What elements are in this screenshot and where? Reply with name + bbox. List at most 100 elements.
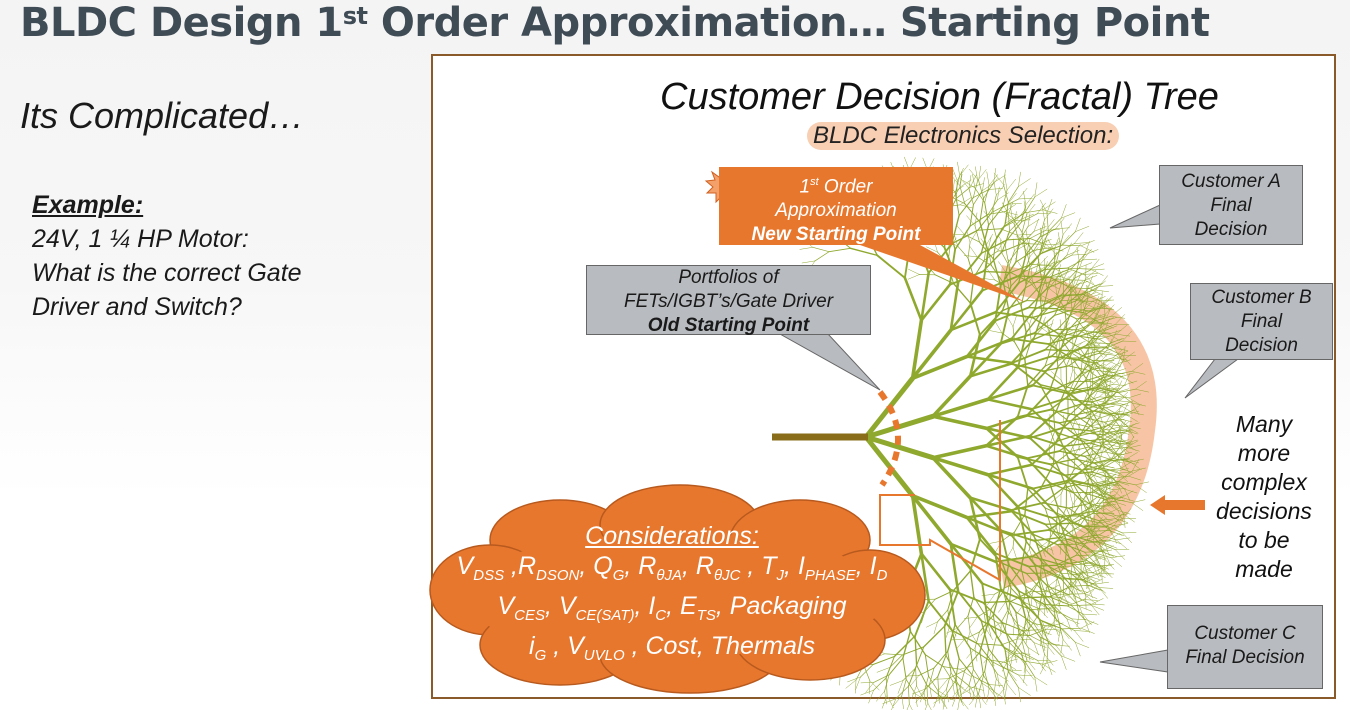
tree-branch <box>1096 480 1119 487</box>
tree-branch <box>1083 589 1094 600</box>
tree-branch <box>1076 612 1080 627</box>
tree-branch <box>969 231 977 243</box>
tree-branch <box>973 259 985 278</box>
tree-branch <box>1119 454 1131 463</box>
tree-branch <box>1118 400 1132 403</box>
tree-branch <box>959 670 966 689</box>
tree-branch <box>964 616 978 619</box>
tree-branch <box>1001 621 1011 644</box>
tree-branch <box>1006 683 1016 696</box>
tree-branch <box>1011 510 1047 526</box>
tree-branch <box>933 678 949 680</box>
tree-branch <box>1069 279 1071 294</box>
tree-branch <box>945 654 957 677</box>
tree-branch <box>1039 231 1049 255</box>
tree-branch <box>1110 413 1124 426</box>
tree-branch <box>937 690 940 704</box>
tree-branch <box>983 182 994 199</box>
tree-branch <box>1066 618 1072 632</box>
tree-branch <box>1039 417 1050 428</box>
tree-branch <box>1103 503 1117 508</box>
tree-branch <box>1043 258 1046 272</box>
tree-branch <box>1054 558 1064 579</box>
tree-branch <box>1117 455 1130 463</box>
old-start-pointer <box>778 333 881 391</box>
tree-branch <box>1103 506 1115 515</box>
tree-branch <box>1031 308 1062 319</box>
tree-branch <box>1012 547 1018 560</box>
tree-branch <box>1113 368 1126 373</box>
tree-branch <box>1047 335 1078 345</box>
tree-branch <box>1046 198 1053 214</box>
tree-branch <box>1095 349 1108 357</box>
tree-branch <box>1024 277 1045 289</box>
tree-branch <box>1131 502 1144 511</box>
tree-branch <box>952 167 958 181</box>
tree-branch <box>968 342 1002 378</box>
tree-branch <box>1007 669 1017 681</box>
tree-branch <box>1103 429 1121 436</box>
tree-branch <box>1060 379 1069 396</box>
tree-branch <box>916 685 924 699</box>
tree-branch <box>1087 585 1093 599</box>
tree-branch <box>1072 359 1087 379</box>
tree-branch <box>1096 383 1114 390</box>
tree-branch <box>1097 540 1107 553</box>
tree-branch <box>1099 396 1113 399</box>
tree-branch <box>969 168 979 181</box>
tree-branch <box>1021 231 1027 256</box>
tree-branch <box>966 215 976 227</box>
considerations-connector <box>879 420 1001 582</box>
tree-branch <box>1018 187 1028 200</box>
tree-branch <box>1089 578 1103 586</box>
tree-branch <box>1024 660 1036 678</box>
tree-branch <box>1039 279 1056 287</box>
tree-branch <box>1057 270 1070 278</box>
tree-branch <box>1004 176 1008 191</box>
tree-branch <box>1135 484 1147 493</box>
tree-branch <box>1071 254 1086 256</box>
tree-branch <box>1046 628 1061 631</box>
tree-branch <box>1101 291 1103 306</box>
tree-branch <box>828 247 851 253</box>
tree-branch <box>1002 183 1009 203</box>
tree-branch <box>1048 413 1051 428</box>
tree-branch <box>967 242 971 259</box>
tree-branch <box>991 244 1002 253</box>
tree-branch <box>1084 500 1093 513</box>
tree-branch <box>1019 622 1028 634</box>
tree-branch <box>1099 564 1115 567</box>
tree-branch <box>1074 232 1084 244</box>
tree-branch <box>1112 375 1123 385</box>
tree-branch <box>949 237 957 249</box>
tree-branch <box>1099 299 1115 302</box>
tree-branch <box>1092 554 1105 561</box>
tree-branch <box>1044 604 1068 607</box>
tree-branch <box>1084 280 1097 287</box>
tree-branch <box>1075 642 1090 648</box>
tree-branch <box>974 212 978 227</box>
tree-branch <box>1039 384 1068 392</box>
tree-branch <box>954 658 960 682</box>
tree-branch <box>1107 390 1115 402</box>
tree-branch <box>1079 254 1085 268</box>
tree-branch <box>1094 583 1106 594</box>
tree-branch <box>943 625 947 657</box>
tree-branch <box>1090 389 1107 394</box>
tree-branch <box>1075 324 1078 338</box>
tree-branch <box>1045 643 1055 655</box>
tree-branch <box>1060 270 1072 277</box>
tree-branch <box>993 678 997 693</box>
tree-branch <box>943 590 960 628</box>
tree-branch <box>1096 470 1109 474</box>
customer-c-callout: Customer C Final Decision <box>1167 605 1323 689</box>
tree-branch <box>1082 613 1098 616</box>
tree-branch <box>863 434 936 461</box>
tree-branch <box>1121 490 1134 498</box>
tree-branch <box>1060 220 1064 235</box>
tree-branch <box>1083 576 1097 582</box>
tree-branch <box>1001 621 1023 631</box>
tree-branch <box>1119 452 1133 456</box>
tree-branch <box>1098 402 1106 419</box>
tree-branch <box>1091 395 1113 403</box>
